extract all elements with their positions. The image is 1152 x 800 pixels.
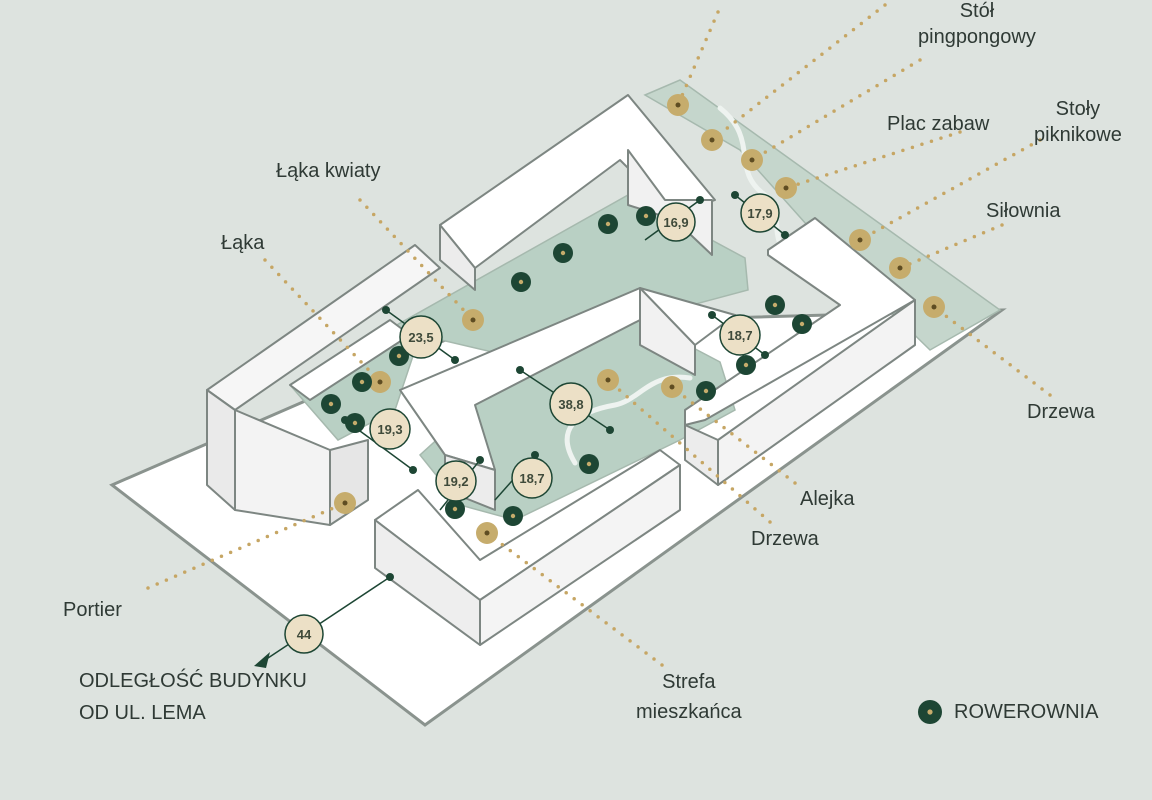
svg-text:23,5: 23,5 xyxy=(408,330,433,345)
street-arrow-icon xyxy=(254,652,270,668)
bike-room-dot-icon xyxy=(918,700,942,724)
label-silownia: Siłownia xyxy=(986,200,1061,222)
amenity-dot-icon xyxy=(661,376,683,398)
label-drzewa-right: Drzewa xyxy=(1027,401,1095,423)
bike-room-dot-icon xyxy=(598,214,618,234)
bike-room-dot-icon xyxy=(736,355,756,375)
amenity-dot-icon xyxy=(476,522,498,544)
svg-text:17,9: 17,9 xyxy=(747,206,772,221)
amenity-dot-icon xyxy=(849,229,871,251)
green-strip-east xyxy=(643,79,1002,351)
svg-text:19,3: 19,3 xyxy=(377,422,402,437)
bike-room-markers xyxy=(321,206,812,526)
label-strefa-mieszkanca: Strefa mieszkańca xyxy=(636,671,742,723)
label-odleglosc: ODLEGŁOŚĆ BUDYNKU OD UL. LEMA xyxy=(79,670,307,724)
legend-rowerownia: ROWEROWNIA xyxy=(954,701,1099,723)
distance-badge: 38,8 xyxy=(549,382,593,426)
amenity-dot-icon xyxy=(889,257,911,279)
svg-text:18,7: 18,7 xyxy=(519,471,544,486)
label-alejka: Alejka xyxy=(800,488,855,510)
bike-room-dot-icon xyxy=(792,314,812,334)
distance-badge: 19,3 xyxy=(369,408,411,450)
distance-badge: 44 xyxy=(284,614,324,654)
amenity-markers xyxy=(334,94,945,544)
amenity-dot-icon xyxy=(775,177,797,199)
label-portier: Portier xyxy=(63,599,122,621)
amenity-dot-icon xyxy=(741,149,763,171)
label-laka-kwiaty: Łąka kwiaty xyxy=(276,160,381,182)
bike-room-dot-icon xyxy=(579,454,599,474)
bike-room-dot-icon xyxy=(765,295,785,315)
distance-badge: 19,2 xyxy=(435,460,477,502)
svg-text:19,2: 19,2 xyxy=(443,474,468,489)
leader-lines xyxy=(146,3,1052,667)
building-west xyxy=(206,244,441,526)
bike-room-dot-icon xyxy=(321,394,341,414)
bike-room-dot-icon xyxy=(352,372,372,392)
label-drzewa-bottom: Drzewa xyxy=(751,528,819,550)
svg-text:16,9: 16,9 xyxy=(663,215,688,230)
distance-badge: 18,7 xyxy=(511,457,553,499)
alley-path-courtyard xyxy=(564,374,693,466)
building-south xyxy=(374,449,681,646)
label-stol-pingpongowy: Stół pingpongowy xyxy=(918,0,1036,48)
distance-badges: 16,9 17,9 23,5 18,7 38,8 19,3 xyxy=(284,193,780,654)
distance-badge: 23,5 xyxy=(399,315,443,359)
amenity-dot-icon xyxy=(334,492,356,514)
connector-nodes xyxy=(341,191,789,581)
amenity-dot-icon xyxy=(462,309,484,331)
label-plac-zabaw: Plac zabaw xyxy=(887,113,990,135)
label-laka: Łąka xyxy=(221,232,265,254)
bike-room-dot-icon xyxy=(345,413,365,433)
svg-text:18,7: 18,7 xyxy=(727,328,752,343)
bike-room-dot-icon xyxy=(553,243,573,263)
amenity-dot-icon xyxy=(597,369,619,391)
amenity-dot-icon xyxy=(701,129,723,151)
bike-room-dot-icon xyxy=(696,381,716,401)
svg-text:38,8: 38,8 xyxy=(558,397,583,412)
distance-badge: 16,9 xyxy=(656,202,696,242)
label-stoly-piknikowe: Stoły piknikowe xyxy=(1034,98,1122,146)
bike-room-dot-icon xyxy=(503,506,523,526)
bike-room-dot-icon xyxy=(636,206,656,226)
distance-badge: 17,9 xyxy=(740,193,780,233)
bike-room-dot-icon xyxy=(389,346,409,366)
svg-text:44: 44 xyxy=(297,627,312,642)
bike-room-dot-icon xyxy=(445,499,465,519)
distance-badge: 18,7 xyxy=(719,314,761,356)
bike-room-dot-icon xyxy=(511,272,531,292)
amenity-dot-icon xyxy=(369,371,391,393)
amenity-dot-icon xyxy=(923,296,945,318)
amenity-dot-icon xyxy=(667,94,689,116)
